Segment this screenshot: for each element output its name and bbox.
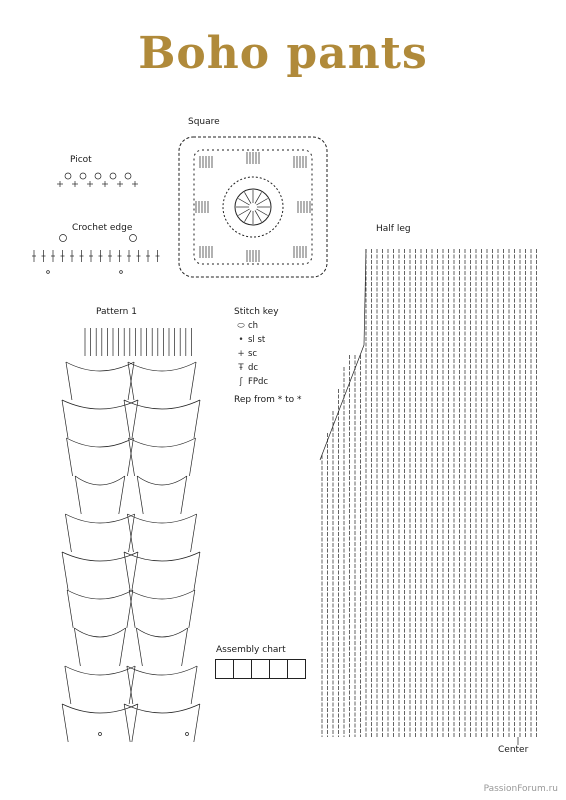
key-row-sc: +sc <box>234 347 302 361</box>
stitch-key-heading: Stitch key <box>234 307 279 317</box>
key-row-slst: •sl st <box>234 333 302 347</box>
center-label: Center <box>498 745 529 755</box>
crochet-edge-label: Crochet edge <box>72 223 133 233</box>
assembly-cell <box>269 659 288 679</box>
single-crochet-icon: + <box>237 349 245 359</box>
square-diagram <box>178 136 328 278</box>
half-leg-label: Half leg <box>376 224 411 234</box>
pattern1-label: Pattern 1 <box>96 307 137 317</box>
assembly-cell <box>233 659 252 679</box>
assembly-chart-label: Assembly chart <box>216 645 286 655</box>
assembly-cell <box>251 659 270 679</box>
assembly-cell <box>215 659 234 679</box>
assembly-chart-grid <box>215 659 306 679</box>
square-label: Square <box>188 117 220 127</box>
key-row-ch: ⬭ch <box>234 319 302 333</box>
picot-label: Picot <box>70 155 92 165</box>
assembly-cell <box>287 659 306 679</box>
repeat-note: Rep from * to * <box>234 395 302 405</box>
watermark: PassionForum.ru <box>483 784 558 794</box>
crochet-edge-diagram <box>32 234 160 274</box>
slip-stitch-icon: • <box>238 335 244 345</box>
picot-diagram <box>57 172 138 187</box>
pattern1-diagram <box>61 328 201 743</box>
page-title: Boho pants <box>138 28 428 79</box>
half-leg-diagram <box>319 248 537 745</box>
front-post-dc-icon: ʃ <box>239 377 243 387</box>
double-crochet-icon: Ŧ <box>238 363 244 373</box>
chain-icon: ⬭ <box>237 321 245 331</box>
